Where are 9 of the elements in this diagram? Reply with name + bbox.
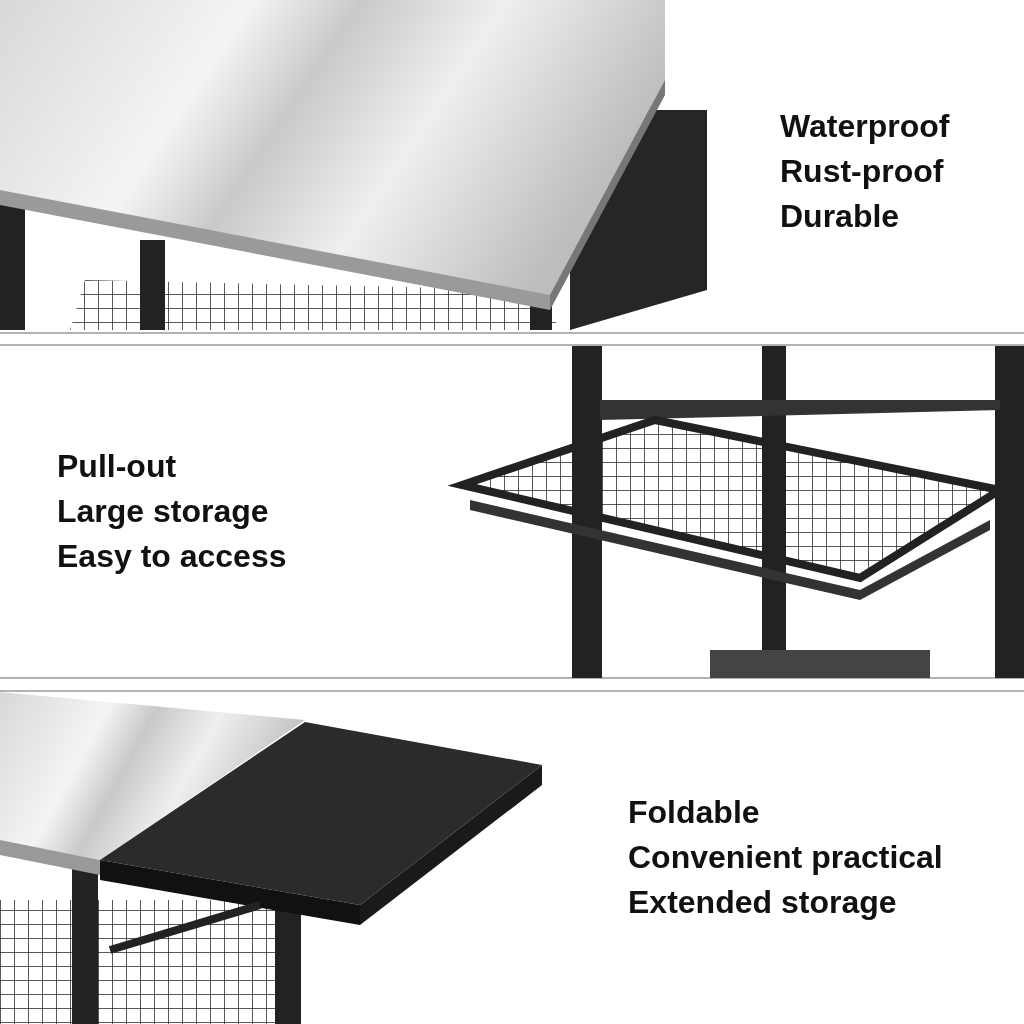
feature-text: Convenient practical (628, 841, 943, 873)
feature-text: Large storage (57, 495, 269, 527)
feature-text: Rust-proof (780, 155, 944, 187)
feature-text: Pull-out (57, 450, 177, 482)
feature-text: Extended storage (628, 886, 897, 918)
feature-text: Easy to access (57, 540, 287, 572)
feature-text: Waterproof (780, 110, 950, 142)
feature-text: Durable (780, 200, 900, 232)
feature-text: Foldable (628, 796, 760, 828)
